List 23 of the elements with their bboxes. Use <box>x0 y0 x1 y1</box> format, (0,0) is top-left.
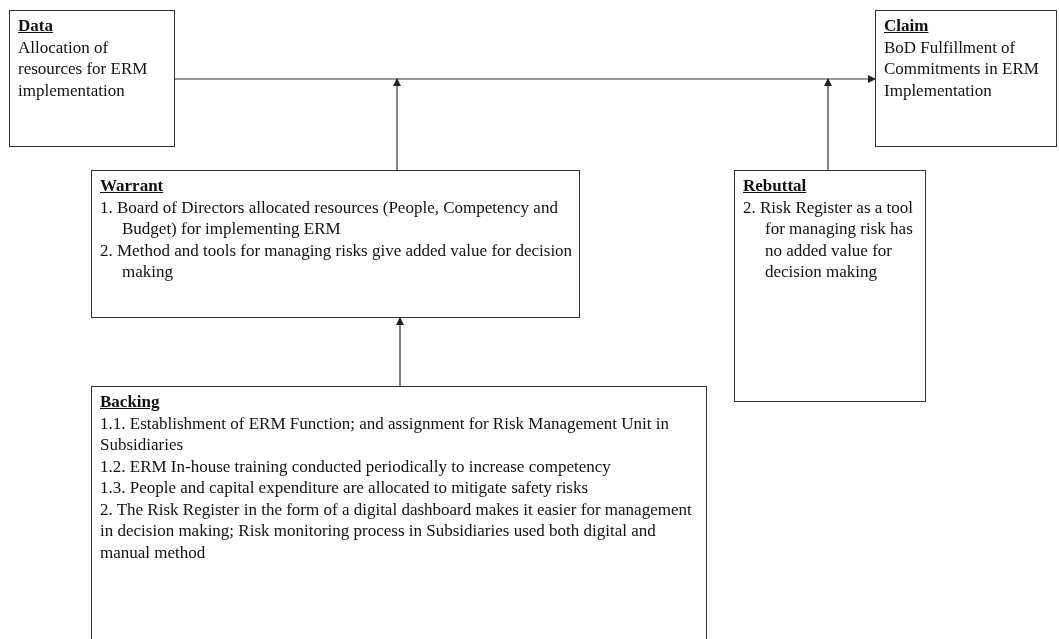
list-item: 2. Risk Register as a tool for managing risk has no added value for decision making <box>743 196 914 283</box>
arrow <box>393 78 401 171</box>
arrow <box>824 78 832 171</box>
text-box <box>9 10 175 147</box>
box-heading: Data <box>18 15 54 37</box>
box-text: Allocation of resources for ERM implementation <box>18 36 149 101</box>
box-heading: Claim <box>884 15 930 37</box>
text-box <box>734 170 926 402</box>
box-text: 1.3. People and capital expenditure are allocated to mitigate safety risks <box>100 477 590 499</box>
box-text: 1.2. ERM In-house training conducted periodically to increase competency <box>100 455 612 477</box>
box-text: 1.1. Establishment of ERM Function; and assignment for Risk Management Unit in Subsidiaries <box>100 412 670 456</box>
arrow <box>396 317 404 387</box>
box-heading: Warrant <box>100 175 165 197</box>
box-heading: Backing <box>100 391 161 413</box>
arrow <box>174 75 876 83</box>
box-heading: Rebuttal <box>743 175 808 197</box>
box-text: 2. The Risk Register in the form of a digital dashboard makes it easier for management in decision making; Risk monitoring process in Subsidiaries used both digital and manual method <box>100 498 693 563</box>
text-box <box>91 386 707 639</box>
box-text: BoD Fulfillment of Commitments in ERM Implementation <box>884 36 1040 101</box>
text-box <box>91 170 580 318</box>
list-item: 1. Board of Directors allocated resources (People, Competency and Budget) for implementing ERM <box>100 196 559 240</box>
list-item: 2. Method and tools for managing risks give added value for decision making <box>100 239 573 283</box>
text-box <box>875 10 1057 147</box>
